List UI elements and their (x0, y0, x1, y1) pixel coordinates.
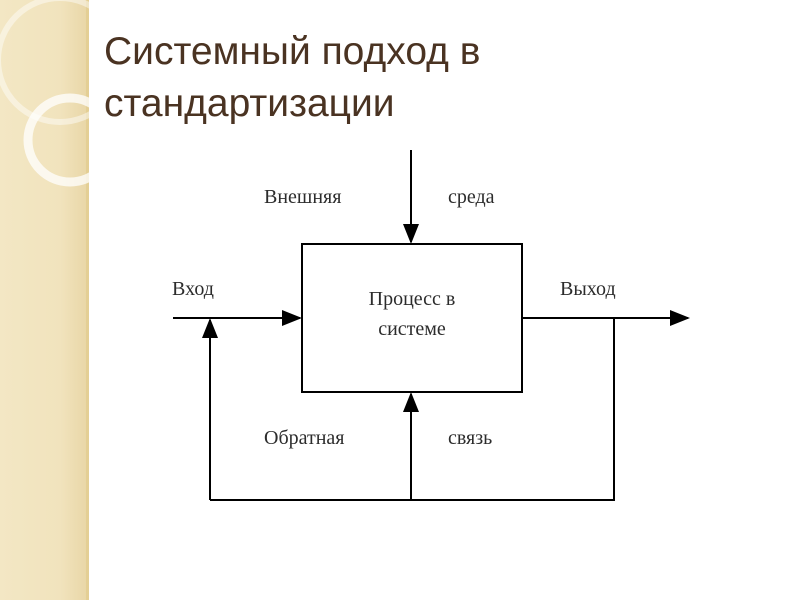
feedback-loop-line (210, 318, 615, 501)
label-environment-left: Внешняя (264, 186, 341, 208)
process-box (301, 243, 523, 393)
label-output: Выход (560, 278, 616, 300)
side-strip-edge (86, 0, 89, 600)
label-input: Вход (172, 278, 214, 300)
decorative-circles (0, 0, 100, 187)
label-feedback-right: связь (448, 427, 492, 449)
slide-title: Системный подход в стандартизации (104, 30, 481, 125)
label-process-line1: Процесс в (369, 288, 456, 310)
label-process-line2: системе (378, 318, 446, 340)
label-environment-right: среда (448, 186, 495, 208)
label-feedback-left: Обратная (264, 427, 345, 449)
